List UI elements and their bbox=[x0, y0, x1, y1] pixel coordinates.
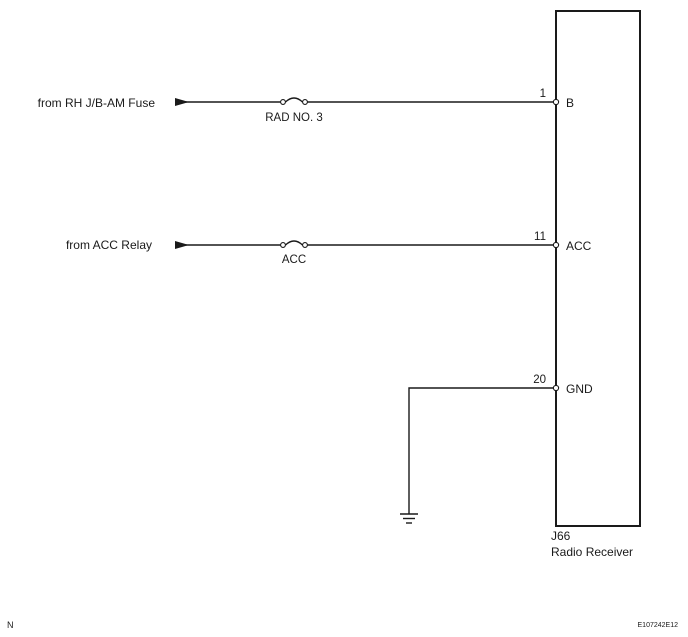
pin-number-1: 1 bbox=[540, 88, 546, 100]
ground-icon bbox=[400, 513, 418, 524]
connector-pin-icon bbox=[552, 98, 560, 106]
arrow-icon bbox=[175, 98, 189, 106]
circuit-acc: from ACC Relay ACC 11 ACC bbox=[66, 231, 592, 266]
fuse-terminal bbox=[280, 99, 286, 105]
terminal-label-acc: ACC bbox=[566, 239, 592, 253]
fuse-icon bbox=[285, 97, 303, 103]
fuse-terminal bbox=[302, 242, 308, 248]
fuse-terminal bbox=[280, 242, 286, 248]
source-label-acc-relay: from ACC Relay bbox=[66, 238, 152, 252]
connector-pin-icon bbox=[552, 384, 560, 392]
fuse-label-acc: ACC bbox=[282, 254, 306, 266]
terminal-label-b: B bbox=[566, 96, 574, 110]
wire-gnd bbox=[408, 387, 554, 514]
pin-number-20: 20 bbox=[533, 374, 546, 386]
radio-receiver-box bbox=[555, 10, 641, 527]
circuit-gnd: 20 GND bbox=[400, 374, 593, 524]
fuse-label-rad-no3: RAD NO. 3 bbox=[265, 112, 323, 124]
connector-pin-icon bbox=[552, 241, 560, 249]
figure-id: E107242E12 bbox=[638, 622, 679, 629]
circuit-b: from RH J/B-AM Fuse RAD NO. 3 1 B bbox=[38, 88, 574, 124]
pin-number-11: 11 bbox=[534, 231, 546, 243]
fuse-icon bbox=[285, 240, 303, 246]
terminal-label-gnd: GND bbox=[566, 382, 593, 396]
footer-left-label: N bbox=[7, 620, 14, 630]
fuse-terminal bbox=[302, 99, 308, 105]
arrow-icon bbox=[175, 241, 189, 249]
component-name: Radio Receiver bbox=[551, 545, 633, 559]
component-code: J66 bbox=[551, 529, 571, 543]
source-label-rh-jb-am-fuse: from RH J/B-AM Fuse bbox=[38, 96, 156, 110]
